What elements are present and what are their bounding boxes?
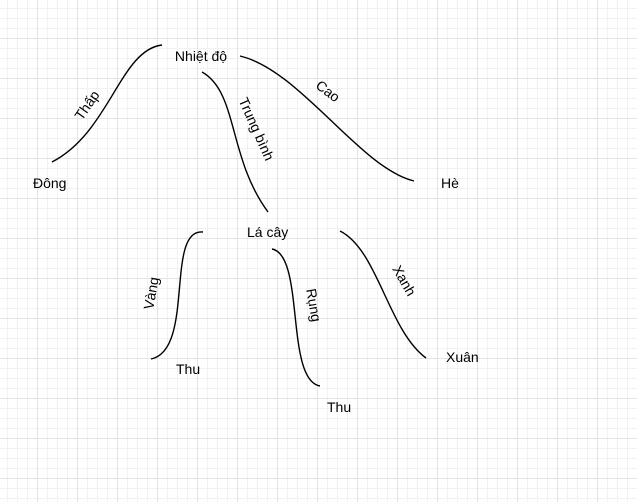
edge-label-vang: Vàng <box>140 276 161 311</box>
edge-label-rung: Rụng <box>303 287 325 323</box>
node-thu-left: Thu <box>176 361 200 377</box>
node-dong: Đông <box>33 175 66 191</box>
edge-cao <box>239 55 415 182</box>
node-nhiet-do: Nhiệt độ <box>175 48 227 64</box>
node-thu-mid: Thu <box>327 399 351 415</box>
node-la-cay: Lá cây <box>247 224 288 240</box>
edge-label-cao: Cao <box>313 77 343 105</box>
edge-label-trung-binh: Trung bình <box>236 95 278 163</box>
edge-trung-binh <box>201 71 269 213</box>
edge-thap <box>51 44 163 163</box>
edge-label-xanh: Xanh <box>389 262 419 298</box>
edge-rung <box>271 248 321 387</box>
edge-xanh <box>339 230 427 359</box>
node-xuan: Xuân <box>446 349 479 365</box>
node-he: Hè <box>441 175 459 191</box>
edge-vang <box>150 231 204 360</box>
